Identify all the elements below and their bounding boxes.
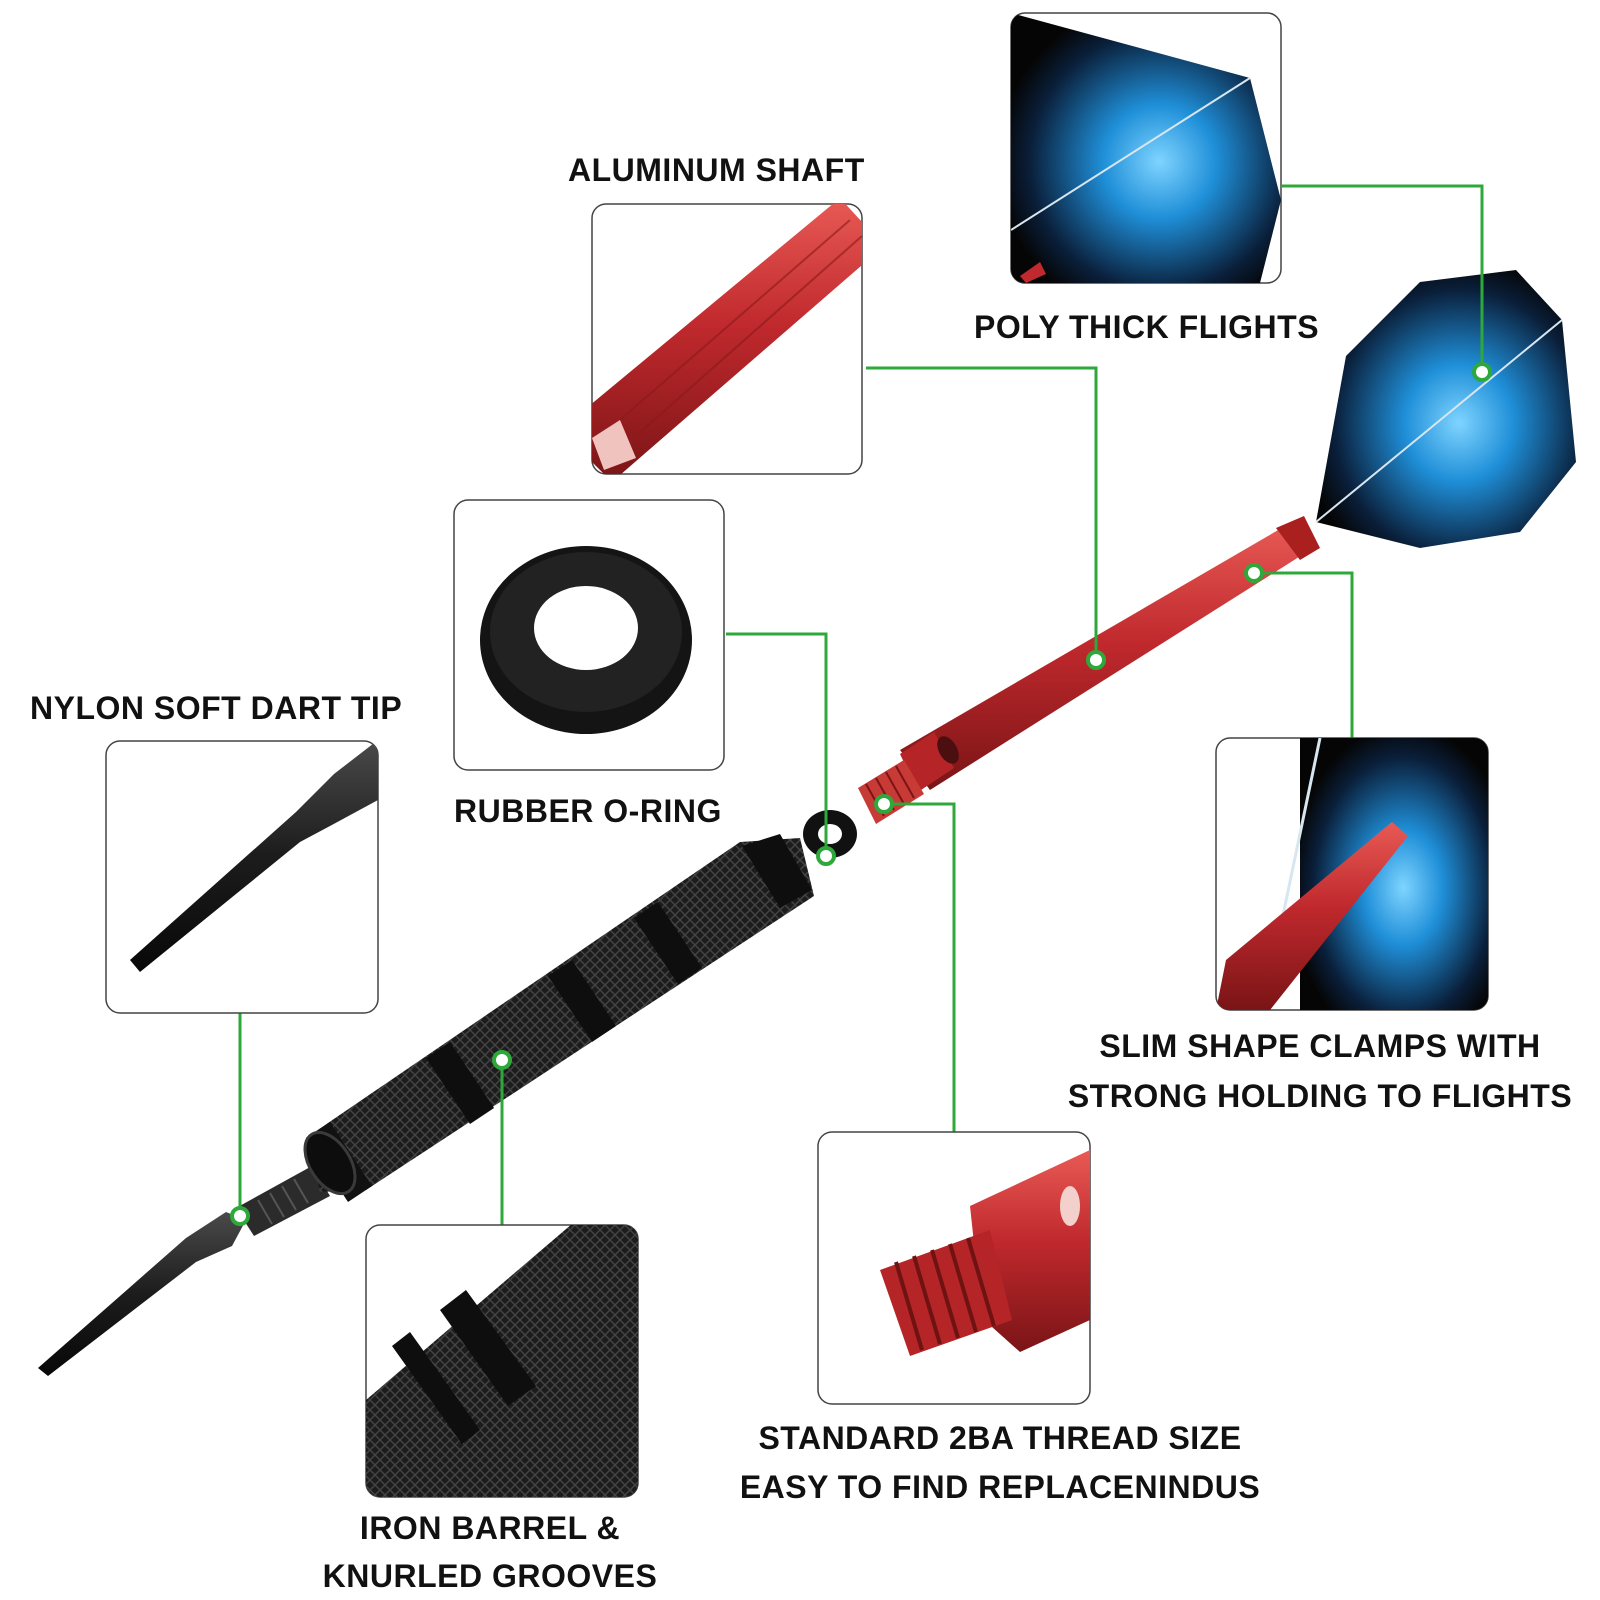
leader-dots [230,362,1492,1226]
label-poly-flights: POLY THICK FLIGHTS [974,309,1320,345]
label-thread-line1: STANDARD 2BA THREAD SIZE [758,1420,1242,1456]
label-barrel-line1: IRON BARREL & [359,1510,621,1546]
label-thread-line2: EASY TO FIND REPLACENINDUS [739,1469,1261,1505]
nylon-tip-main [38,1166,330,1376]
label-rubber-oring: RUBBER O-RING [454,793,722,829]
label-aluminum-shaft: ALUMINUM SHAFT [568,152,865,188]
panel-slim-clamps [1215,737,1489,1011]
panel-poly-flights [1010,12,1282,284]
leader-lines [238,184,1484,1225]
flight-main [1315,270,1576,548]
rubber-oring-main [803,810,857,858]
panel-iron-barrel [365,1224,639,1498]
panel-nylon-tip [105,740,379,1014]
label-slim-clamps-line1: SLIM SHAPE CLAMPS WITH [1099,1028,1541,1064]
label-nylon-tip: NYLON SOFT DART TIP [30,690,403,726]
panel-aluminum-shaft [591,203,863,475]
iron-barrel-main [303,834,814,1202]
label-barrel-line2: KNURLED GROOVES [322,1558,658,1594]
label-slim-clamps-line2: STRONG HOLDING TO FLIGHTS [1067,1078,1573,1114]
panel-thread-size [817,1131,1091,1405]
panel-rubber-oring [453,499,725,771]
